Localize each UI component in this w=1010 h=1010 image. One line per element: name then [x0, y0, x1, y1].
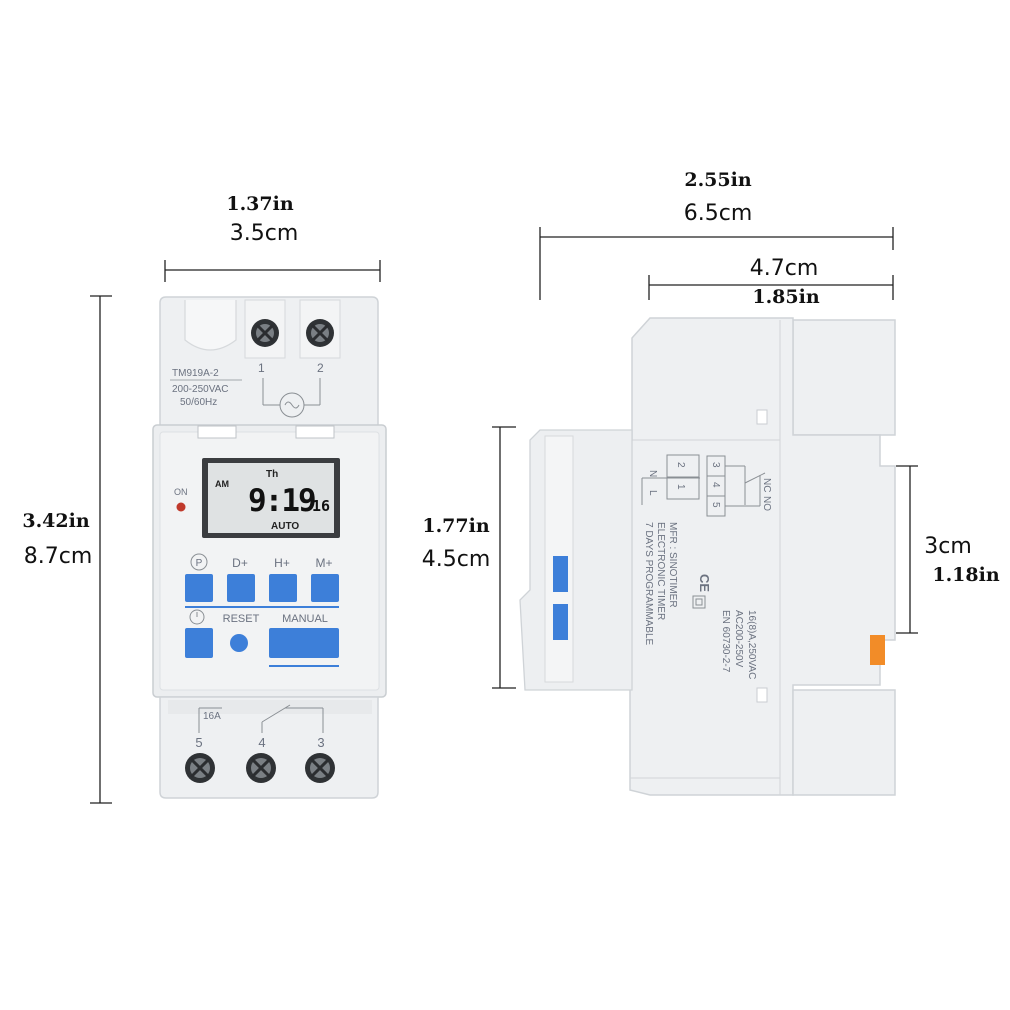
orange-release-tab — [870, 635, 885, 665]
svg-text:L: L — [647, 490, 658, 496]
terminal-label-3: 3 — [317, 735, 324, 750]
program-icon: P — [190, 553, 208, 571]
front-width-in: 1.37in — [226, 193, 293, 215]
frequency-label: 50/60Hz — [180, 397, 217, 408]
side-view-device: N L 2 1 3 4 5 NC NO 7 DAYS PROGRAMMABLE … — [519, 317, 896, 796]
screw-terminal-3 — [305, 753, 335, 783]
side-left-height-cm: 4.5cm — [422, 547, 491, 572]
day-plus-button[interactable] — [227, 574, 255, 602]
lcd-seconds: 16 — [312, 497, 330, 515]
svg-text:1: 1 — [675, 484, 686, 490]
side-left-height-in: 1.77in — [422, 515, 489, 537]
terminal-label-4: 4 — [258, 735, 265, 750]
screw-terminal-1 — [251, 319, 279, 347]
lcd-display: AM Th 9:19 16 AUTO — [202, 458, 340, 538]
spec-line-6: 16(8)A,250VAC — [746, 610, 757, 679]
side-spec-text: 7 DAYS PROGRAMMABLE ELECTRONIC TIMER MFR… — [643, 522, 757, 679]
relay-current-label: 16A — [203, 711, 221, 722]
ce-mark: CE — [697, 574, 712, 592]
dimension-lines — [90, 227, 918, 804]
front-width-cm: 3.5cm — [230, 221, 299, 246]
reset-label: RESET — [223, 613, 260, 625]
reset-button[interactable] — [230, 634, 248, 652]
spec-line-2: ELECTRONIC TIMER — [655, 522, 666, 620]
front-height-cm: 8.7cm — [24, 544, 93, 569]
manual-label: MANUAL — [282, 613, 328, 625]
svg-text:3: 3 — [710, 462, 721, 468]
side-body-width-cm: 4.7cm — [750, 256, 819, 281]
side-right-height-in: 1.18in — [932, 564, 999, 586]
program-button[interactable] — [185, 574, 213, 602]
svg-text:4: 4 — [710, 482, 721, 488]
double-insulation-icon — [692, 595, 706, 609]
clock-icon — [189, 609, 205, 625]
svg-text:NO: NO — [761, 496, 772, 511]
spec-line-5: AC200-250V — [733, 610, 744, 668]
svg-text:5: 5 — [710, 502, 721, 508]
svg-text:N: N — [647, 470, 658, 477]
terminal-label-5: 5 — [195, 735, 202, 750]
hour-plus-button[interactable] — [269, 574, 297, 602]
screw-terminal-5 — [185, 753, 215, 783]
clock-button[interactable] — [185, 628, 213, 658]
on-label: ON — [174, 487, 188, 497]
spec-line-3: MFR : SINOTIMER — [667, 522, 678, 608]
terminal-label-1: 1 — [258, 361, 265, 375]
lcd-am: AM — [215, 479, 229, 489]
front-height-in: 3.42in — [22, 510, 89, 532]
manual-button[interactable] — [269, 628, 339, 658]
side-body-width-in: 1.85in — [752, 286, 819, 308]
side-terminal-labels: N L 2 1 3 4 5 NC NO — [647, 462, 772, 511]
spec-line-1: 7 DAYS PROGRAMMABLE — [643, 522, 654, 646]
lcd-mode: AUTO — [271, 521, 299, 532]
screw-terminal-2 — [306, 319, 334, 347]
svg-text:NC: NC — [761, 478, 772, 492]
voltage-label: 200-250VAC — [172, 384, 229, 395]
ac-source-symbol — [262, 378, 321, 418]
front-view-device: TM919A-2 200-250VAC 50/60Hz 1 2 AM Th 9:… — [152, 296, 387, 799]
on-led — [176, 502, 186, 512]
side-terminal-diagram — [641, 454, 766, 517]
label-minute-plus: M+ — [315, 556, 332, 570]
label-day-plus: D+ — [232, 556, 248, 570]
side-total-width-in: 2.55in — [684, 169, 751, 191]
minute-plus-button[interactable] — [311, 574, 339, 602]
label-hour-plus: H+ — [274, 556, 290, 570]
spec-line-4: EN 60730-2-7 — [720, 610, 731, 673]
lcd-day: Th — [266, 469, 278, 480]
svg-text:P: P — [196, 558, 203, 569]
svg-text:2: 2 — [675, 462, 686, 468]
model-label: TM919A-2 — [172, 368, 219, 379]
side-right-height-cm: 3cm — [924, 534, 972, 559]
terminal-label-2: 2 — [317, 361, 324, 375]
lcd-time: 9:19 — [248, 483, 315, 519]
relay-schematic — [198, 704, 324, 733]
side-total-width-cm: 6.5cm — [684, 201, 753, 226]
screw-terminal-4 — [246, 753, 276, 783]
